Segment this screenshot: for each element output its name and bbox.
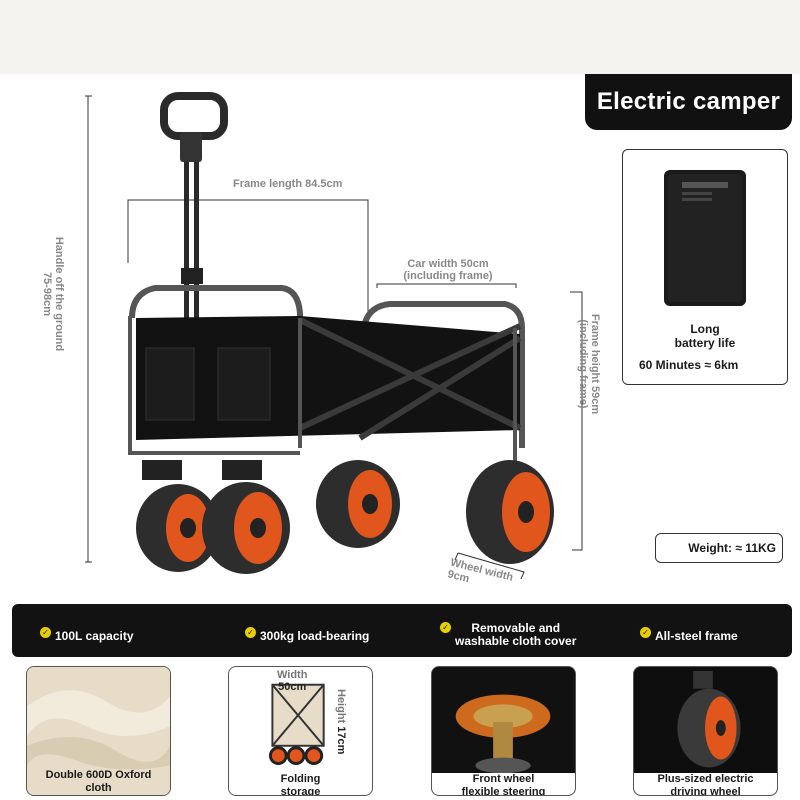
battery-pack-icon — [664, 170, 746, 306]
fabric-image — [27, 667, 170, 795]
battery-label: Long battery life — [674, 322, 736, 350]
feature-load-bearing: ✓ 300kg load-bearing — [245, 622, 369, 643]
thumbnail-caption: Front wheel flexible steering — [432, 773, 575, 795]
battery-range: 60 Minutes ≈ 6km — [639, 358, 739, 372]
feature-capacity: ✓ 100L capacity — [40, 622, 134, 643]
top-background-band — [0, 0, 800, 74]
check-icon: ✓ — [640, 627, 651, 638]
cart-wheels — [136, 460, 554, 574]
feature-steel-frame: ✓ All-steel frame — [640, 622, 738, 643]
title-banner: Electric camper — [585, 74, 792, 130]
thumbnail-caption: Double 600D Oxford cloth — [45, 769, 152, 794]
thumbnail-driving-wheel: Plus-sized electric driving wheel — [633, 666, 778, 796]
thumbnail-caption: Folding storage — [280, 773, 321, 796]
page-title: Electric camper — [596, 88, 781, 115]
handle — [160, 92, 228, 437]
thumbnail-front-wheel: Front wheel flexible steering — [431, 666, 576, 796]
fold-width-label: Width 50cm — [277, 669, 308, 693]
car-width-label: Car width 50cm (including frame) — [403, 258, 493, 282]
check-icon: ✓ — [245, 627, 256, 638]
fold-height-label: Height 17cm — [335, 689, 347, 755]
feature-band — [12, 604, 792, 657]
weight-badge: Weight: ≈ 11KG — [655, 533, 783, 563]
dimension-lines — [85, 95, 583, 580]
feature-washable-cover: ✓ Removable and washable cloth cover — [440, 622, 576, 648]
cart-illustration — [85, 92, 583, 580]
check-icon: ✓ — [40, 627, 51, 638]
check-icon: ✓ — [440, 622, 451, 633]
cart-body — [128, 285, 525, 480]
thumbnail-folding-storage: Width 50cm Height 17cm Folding storage — [228, 666, 373, 796]
handle-height-label: Handle off the ground 75-98cm — [41, 236, 65, 352]
frame-height-label: Frame height 59cm (including frame) — [577, 313, 601, 415]
battery-card: Long battery life 60 Minutes ≈ 6km — [622, 149, 788, 385]
folded-cart-image — [268, 683, 325, 765]
thumbnail-oxford-cloth: Double 600D Oxford cloth — [26, 666, 171, 796]
thumbnail-caption: Plus-sized electric driving wheel — [634, 773, 777, 795]
frame-length-label: Frame length 84.5cm — [233, 178, 343, 190]
